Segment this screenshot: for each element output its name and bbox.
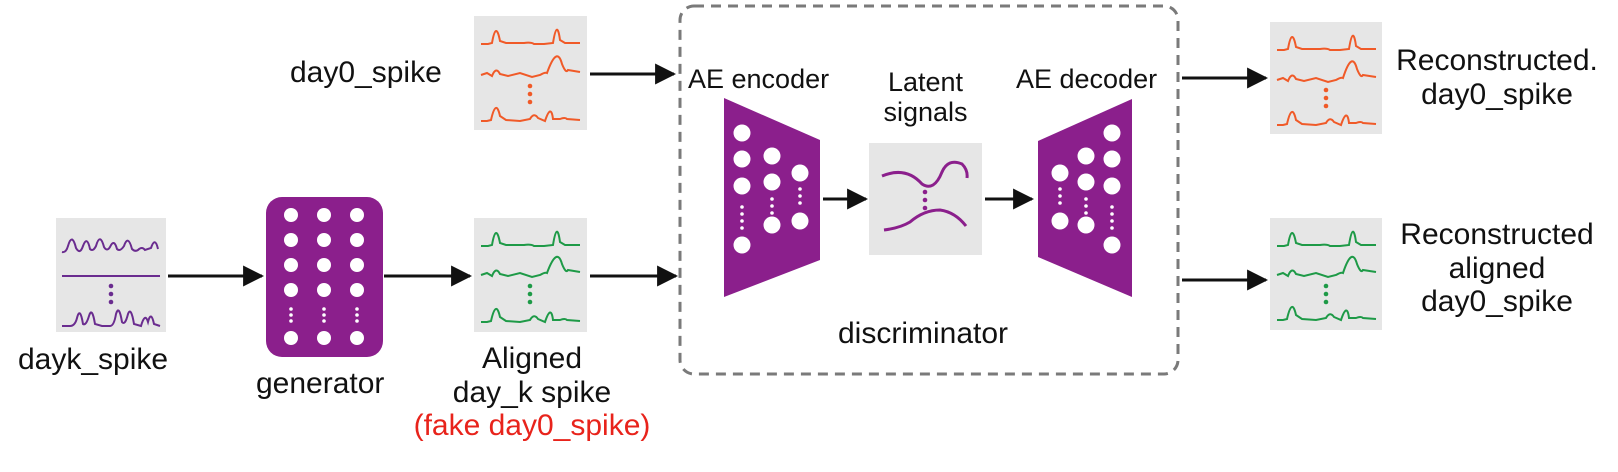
reconstructed-aligned-label: Reconstructed aligned day0_spike bbox=[1386, 218, 1608, 319]
ellipsis-dots bbox=[922, 189, 928, 211]
aligned-label-line1: Aligned bbox=[481, 342, 583, 375]
dayk-spike-label: dayk_spike bbox=[18, 343, 169, 376]
spike-trace bbox=[1277, 306, 1377, 322]
ae-encoder-block bbox=[724, 98, 820, 297]
spike-trace bbox=[481, 308, 581, 324]
day0-spike-panel bbox=[474, 16, 587, 130]
aligned-label-line2: day_k spike bbox=[452, 375, 612, 409]
ae-encoder-label: AE encoder bbox=[688, 64, 830, 94]
spike-trace bbox=[481, 230, 580, 247]
latent-trace bbox=[883, 208, 968, 232]
reconstructed-day0-panel bbox=[1270, 22, 1382, 134]
ellipsis-dots bbox=[527, 83, 533, 105]
dayk-spike-panel bbox=[56, 218, 166, 332]
latent-trace bbox=[881, 160, 969, 188]
spike-trace bbox=[61, 238, 159, 254]
ae-decoder-label: AE decoder bbox=[1016, 64, 1158, 94]
spike-trace bbox=[1276, 60, 1377, 84]
fake-day0-label: (fake day0_spike) bbox=[413, 409, 651, 443]
recon-aligned-line3: day0_spike bbox=[1421, 285, 1573, 319]
latent-signals-label: Latent signals bbox=[864, 67, 987, 127]
spike-trace bbox=[1277, 230, 1376, 247]
discriminator-label: discriminator bbox=[838, 317, 1009, 350]
spike-trace bbox=[62, 309, 161, 328]
spike-trace bbox=[480, 55, 581, 79]
spike-trace bbox=[480, 255, 581, 279]
discriminator-frame bbox=[678, 4, 1180, 376]
spike-trace bbox=[481, 28, 580, 45]
recon-aligned-line1: Reconstructed bbox=[1400, 218, 1594, 251]
spike-trace bbox=[1277, 34, 1376, 51]
reconstructed-day0-label: Reconstructed. day0_spike bbox=[1386, 44, 1608, 111]
spike-trace bbox=[481, 107, 581, 123]
spike-trace bbox=[1277, 111, 1377, 127]
aligned-spike-panel bbox=[474, 218, 587, 332]
generator-label: generator bbox=[256, 367, 385, 400]
ellipsis-dots bbox=[108, 283, 114, 305]
recon-day0-line1: Reconstructed. bbox=[1396, 44, 1598, 77]
day0-spike-label: day0_spike bbox=[290, 56, 442, 89]
recon-aligned-line2: aligned bbox=[1448, 251, 1546, 285]
ellipsis-dots bbox=[1323, 87, 1329, 109]
recon-day0-line2: day0_spike bbox=[1421, 77, 1573, 111]
ae-decoder-block bbox=[1038, 99, 1132, 297]
reconstructed-aligned-panel bbox=[1270, 218, 1382, 330]
latent-label-line1: Latent bbox=[887, 67, 964, 97]
spike-trace bbox=[1276, 255, 1377, 279]
ellipsis-dots bbox=[1323, 283, 1329, 305]
flow-arrows bbox=[168, 63, 1269, 291]
aligned-label: Aligned day_k spike (fake day0_spike) bbox=[400, 342, 664, 443]
latent-signals-panel bbox=[869, 143, 982, 255]
latent-label-line2: signals bbox=[883, 97, 968, 128]
ellipsis-dots bbox=[527, 283, 533, 305]
generator-block bbox=[266, 197, 383, 357]
